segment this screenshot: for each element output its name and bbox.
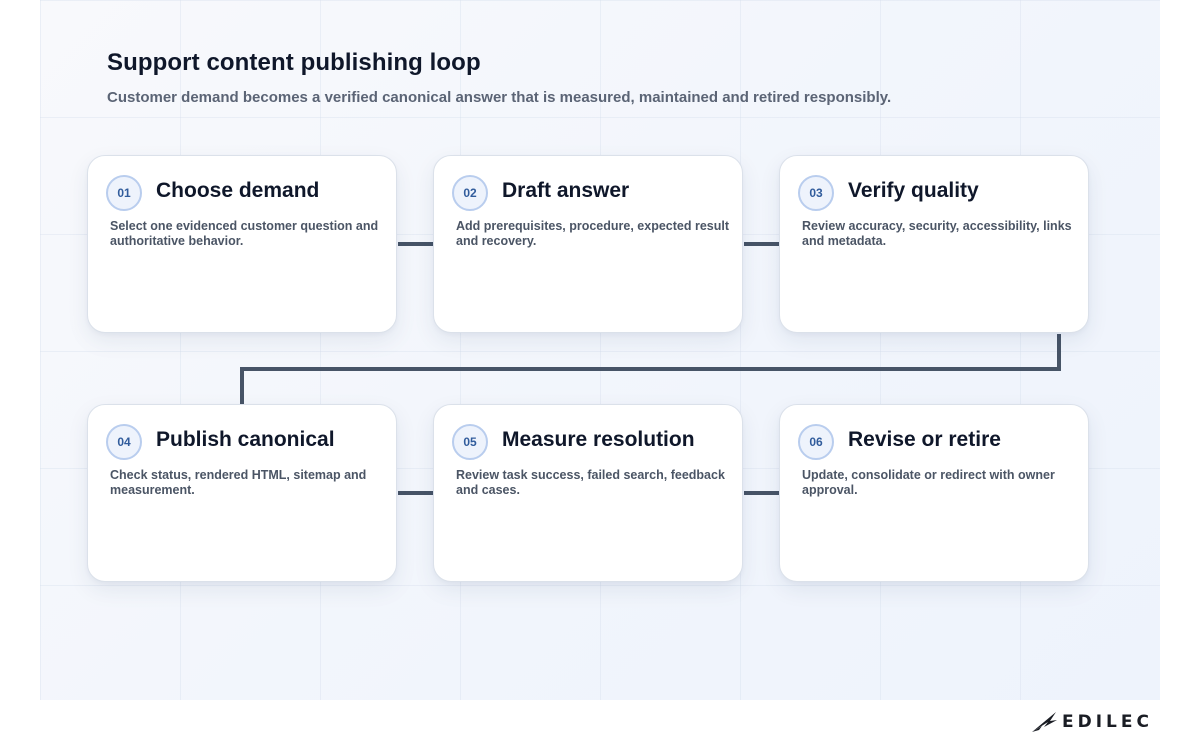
step-description: Update, consolidate or redirect with own… bbox=[802, 468, 1055, 497]
step-card-choose-demand: 01 Choose demand Select one evidenced cu… bbox=[87, 155, 397, 333]
step-description: Select one evidenced customer question a… bbox=[110, 219, 379, 248]
step-number-badge: 03 bbox=[798, 175, 834, 211]
step-card-draft-answer: 02 Draft answer Add prerequisites, proce… bbox=[433, 155, 743, 333]
step-card-publish-canonical: 04 Publish canonical Check status, rende… bbox=[87, 404, 397, 582]
step-title: Verify quality bbox=[848, 179, 979, 202]
step-card-verify-quality: 03 Verify quality Review accuracy, secur… bbox=[779, 155, 1089, 333]
step-description: Check status, rendered HTML, sitemap and… bbox=[110, 468, 367, 497]
step-title: Draft answer bbox=[502, 179, 630, 202]
diagram-subtitle: Customer demand becomes a verified canon… bbox=[107, 89, 892, 106]
step-title: Measure resolution bbox=[502, 428, 695, 451]
step-card-revise-or-retire: 06 Revise or retire Update, consolidate … bbox=[779, 404, 1089, 582]
step-number-badge: 05 bbox=[452, 424, 488, 460]
connector-03-04 bbox=[240, 334, 1061, 404]
diagram-background bbox=[40, 0, 1160, 700]
step-title: Choose demand bbox=[156, 179, 320, 202]
diagram-title: Support content publishing loop bbox=[107, 49, 481, 76]
step-description: Review accuracy, security, accessibility… bbox=[802, 219, 1072, 248]
step-number-badge: 06 bbox=[798, 424, 834, 460]
brand-name: EDILEC bbox=[1062, 712, 1153, 732]
step-title: Revise or retire bbox=[848, 428, 1001, 451]
step-title: Publish canonical bbox=[156, 428, 335, 451]
step-description: Review task success, failed search, feed… bbox=[456, 468, 725, 497]
step-description: Add prerequisites, procedure, expected r… bbox=[456, 219, 729, 248]
step-number-badge: 04 bbox=[106, 424, 142, 460]
step-number-badge: 01 bbox=[106, 175, 142, 211]
brand-logo: EDILEC bbox=[1030, 710, 1153, 734]
edilec-logo-icon bbox=[1032, 712, 1057, 732]
step-card-measure-resolution: 05 Measure resolution Review task succes… bbox=[433, 404, 743, 582]
step-number-badge: 02 bbox=[452, 175, 488, 211]
